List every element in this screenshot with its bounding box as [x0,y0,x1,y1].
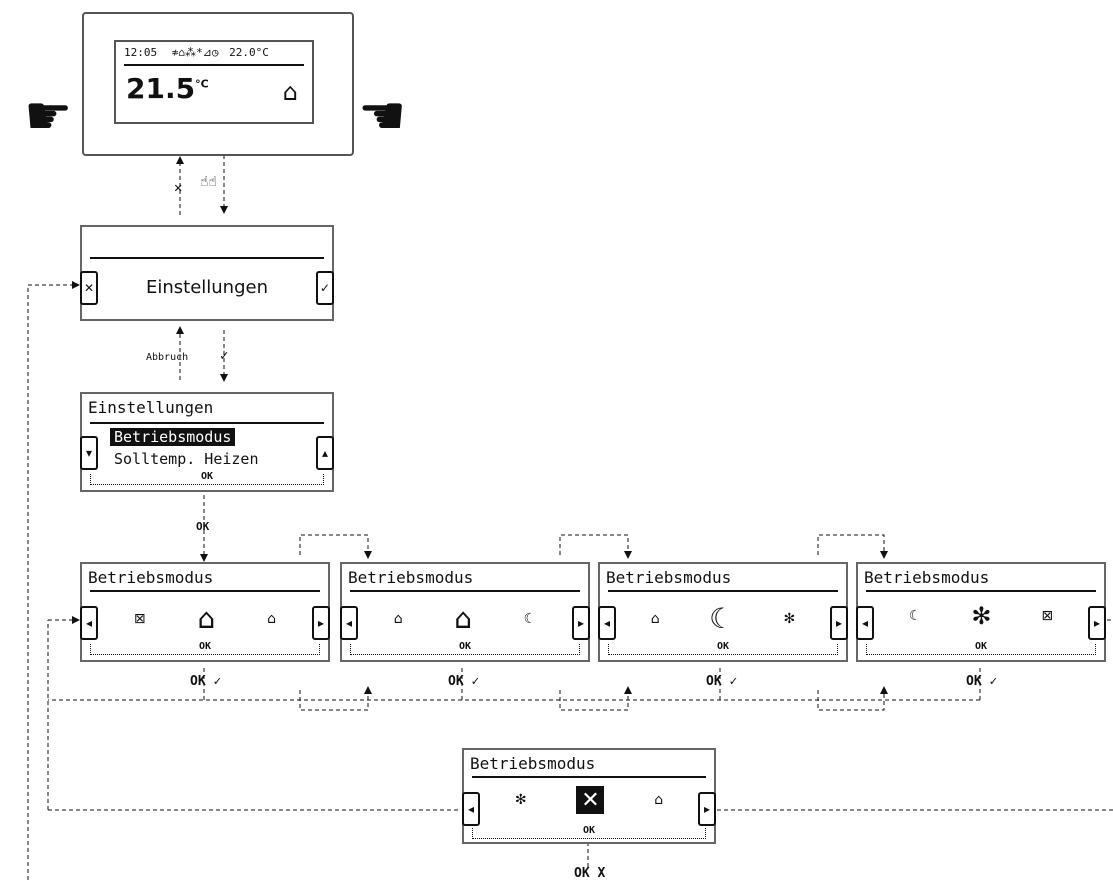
left-hand-icon: ☛ [24,84,73,147]
night-icon: ☾ [523,610,537,627]
device-display: 12:05 ≉⌂⁂*⊿◷ 22.0°C 21.5°C ⌂ [114,40,314,124]
mode-screen-3: Betriebsmodus ◂ ⌂ ☾ ✻ ▸ OK [598,562,848,662]
next-button[interactable]: ▸ [312,606,330,640]
device-status-icons: ≉⌂⁂*⊿◷ [171,46,219,59]
cancel-symbol: ✕ [174,180,183,196]
settings-menu-screen: Einstellungen ▾ Betriebsmodus Solltemp. … [80,392,334,492]
presence-home-icon: ⌂ [282,78,298,106]
ok-arrow-label: OK [196,520,210,533]
moon-icon: ☾ [709,602,735,635]
device-temperature: 21.5°C [126,72,209,105]
off-icon: ⊠ [1041,608,1054,624]
next-button[interactable]: ▸ [1088,606,1106,640]
next-button[interactable]: ▸ [698,792,716,826]
thermostat-device: 12:05 ≉⌂⁂*⊿◷ 22.0°C 21.5°C ⌂ ☛ ☛ [24,12,406,156]
ok-label: OK [455,641,475,652]
scroll-up-button[interactable]: ▴ [316,436,334,470]
night-icon: ☾ [908,608,922,624]
presence-home-icon: ⌂ [454,602,473,635]
ok-label: OK [195,641,215,652]
ok-check-label: OK ✓ [190,674,222,689]
prev-button[interactable]: ◂ [80,606,98,640]
mode-screen-2: Betriebsmodus ◂ ⌂ ⌂ ☾ ▸ OK [340,562,590,662]
abbruch-label: Abbruch [146,352,189,363]
away-home-icon: ⌂ [267,610,277,627]
right-hand-icon: ☛ [357,84,406,147]
touch-symbol: ☝☝ [200,174,217,190]
ok-label: OK [197,471,217,482]
off-mode-screen: Betriebsmodus ◂ ✻ ✕ ⌂ ▸ OK [462,748,716,844]
next-button[interactable]: ▸ [572,606,590,640]
mode-screen-4: Betriebsmodus ◂ ☾ ✻ ⊠ ▸ OK [856,562,1106,662]
device-setpoint: 22.0°C [229,46,269,59]
mode-title: Betriebsmodus [864,568,990,587]
check-label: ✓ [220,348,229,364]
settings-confirm-screen: ✕ Einstellungen ✓ [80,225,334,321]
confirm-button[interactable]: ✓ [316,271,334,305]
mode-screen-1: Betriebsmodus ◂ ⊠ ⌂ ⌂ ▸ OK [80,562,330,662]
menu-item-betriebsmodus[interactable]: Betriebsmodus [110,428,236,446]
frost-icon: ✻ [514,792,527,808]
ok-label: OK [971,641,991,652]
home-icon: ⌂ [654,792,664,808]
comfort-home-icon: ⌂ [197,602,216,635]
away-home-icon: ⌂ [650,610,660,627]
settings-menu-header: Einstellungen [88,398,214,417]
prev-button[interactable]: ◂ [340,606,358,640]
off-selected-icon: ✕ [576,786,605,814]
ok-x-label: OK X [574,866,606,881]
menu-item-solltemp[interactable]: Solltemp. Heizen [114,450,259,468]
off-icon: ⊠ [133,610,146,627]
ok-label: OK [579,825,599,836]
ok-check-label: OK ✓ [966,674,998,689]
cancel-button[interactable]: ✕ [80,271,98,305]
settings-title: Einstellungen [145,277,269,298]
ok-check-label: OK ✓ [448,674,480,689]
scroll-down-button[interactable]: ▾ [80,436,98,470]
home-icon: ⌂ [393,610,403,627]
ok-label: OK [713,641,733,652]
prev-button[interactable]: ◂ [856,606,874,640]
mode-title: Betriebsmodus [88,568,214,587]
frost-icon: ✻ [783,610,796,627]
ok-check-label: OK ✓ [706,674,738,689]
mode-title: Betriebsmodus [606,568,732,587]
frost-protection-icon: ✻ [971,602,992,630]
mode-title: Betriebsmodus [348,568,474,587]
device-time: 12:05 [124,46,158,59]
next-button[interactable]: ▸ [830,606,848,640]
prev-button[interactable]: ◂ [598,606,616,640]
prev-button[interactable]: ◂ [462,792,480,826]
mode-title: Betriebsmodus [470,754,596,773]
